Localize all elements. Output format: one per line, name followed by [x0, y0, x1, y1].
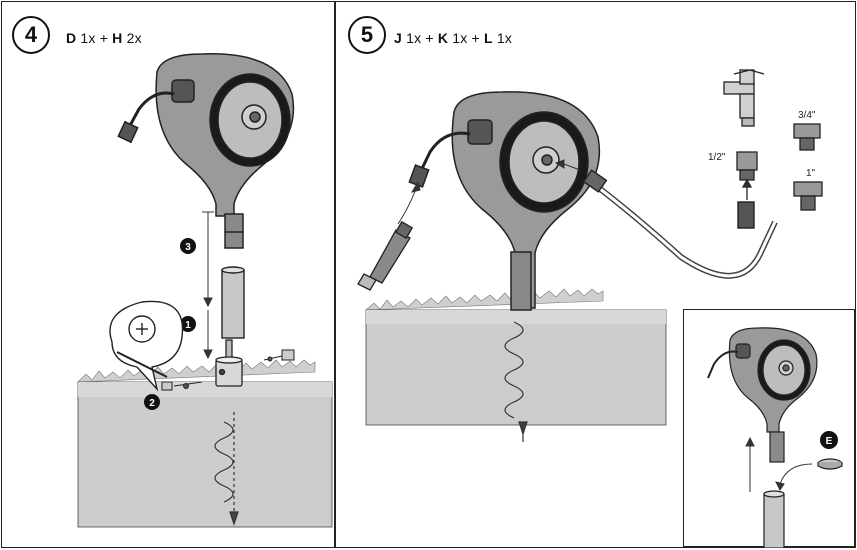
step-4-parts-list: D 1x + H 2x	[66, 30, 142, 46]
arrow-step-1	[203, 310, 213, 360]
part-qty-d: 1x	[80, 30, 96, 46]
step-4-illustration: 3 1	[77, 53, 333, 528]
upward-arrow	[745, 436, 755, 492]
plus-sign: +	[471, 30, 480, 46]
step-4-panel: 4 D 1x + H 2x	[1, 1, 335, 548]
ground-anchor-spiral	[214, 412, 239, 526]
svg-text:2: 2	[149, 398, 155, 409]
svg-text:E: E	[826, 436, 833, 447]
part-letter-l: L	[484, 30, 493, 46]
cap-part-e	[817, 458, 843, 470]
step-4-number: 4	[12, 16, 50, 54]
ground-anchor-spiral	[504, 321, 528, 442]
part-letter-j: J	[394, 30, 402, 46]
inset-illustration: E	[707, 327, 843, 548]
pipe-tube	[221, 266, 245, 339]
plus-sign: +	[99, 30, 109, 46]
hose-reel-small	[707, 327, 818, 463]
part-qty-h: 2x	[126, 30, 142, 46]
step-5-parts-list: J 1x + K 1x + L 1x	[394, 30, 512, 46]
screw-left	[161, 381, 203, 391]
adapter-half-inch	[736, 151, 758, 200]
adapter-label-three-quarter-inch: 3/4"	[798, 110, 816, 121]
water-tap	[723, 69, 765, 127]
adapter-three-quarter-inch	[793, 123, 821, 151]
part-qty-j: 1x	[406, 30, 422, 46]
step-5-illustration: 1/2" 3/4" 1"	[357, 69, 823, 442]
part-letter-k: K	[437, 30, 449, 46]
ground-block	[365, 288, 667, 426]
sub-step-badge-1: 1	[180, 316, 196, 332]
step-5-number: 5	[348, 16, 386, 54]
arrow-step-3	[202, 211, 214, 308]
adapter-one-inch	[793, 181, 823, 211]
svg-text:3: 3	[185, 242, 191, 253]
inlet-arrow	[554, 159, 581, 171]
hose-reel	[117, 53, 295, 249]
screwdriver-callout	[109, 300, 184, 392]
cap-arrow	[775, 463, 813, 491]
ground-block	[77, 359, 333, 528]
svg-text:1: 1	[185, 320, 191, 331]
hose-reel	[408, 91, 601, 311]
connecting-hose	[582, 169, 778, 279]
sub-step-badge-3: 3	[180, 238, 196, 254]
screw-right	[263, 349, 295, 362]
spray-nozzle	[357, 220, 414, 291]
part-qty-k: 1x	[452, 30, 468, 46]
part-letter-h: H	[112, 30, 123, 46]
plus-sign: +	[425, 30, 434, 46]
nozzle-arrow	[397, 180, 421, 225]
adapter-label-half-inch: 1/2"	[708, 152, 726, 163]
sub-step-badge-2: 2	[144, 394, 160, 410]
inset-panel-part-e: E	[683, 309, 855, 548]
ground-sleeve	[215, 339, 243, 387]
pipe-tube-small	[763, 490, 785, 548]
adapter-label-one-inch: 1"	[806, 168, 816, 179]
part-qty-l: 1x	[496, 30, 513, 46]
part-badge-e: E	[820, 431, 838, 449]
part-letter-d: D	[66, 30, 77, 46]
